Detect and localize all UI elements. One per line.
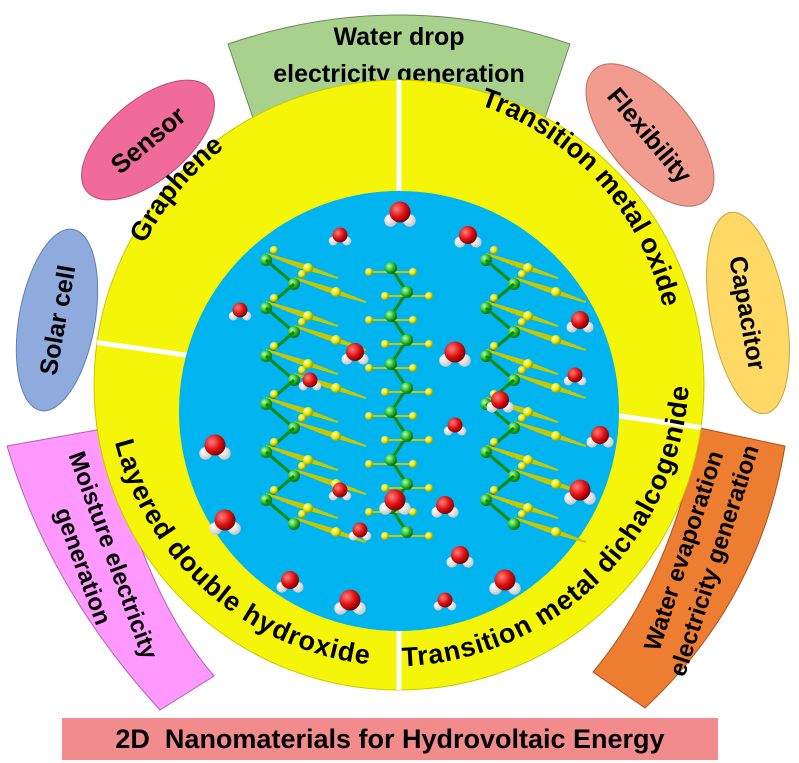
water-molecule bbox=[384, 201, 416, 227]
layered-structures bbox=[260, 246, 587, 543]
water-molecule bbox=[328, 227, 352, 246]
water-molecule bbox=[454, 226, 482, 248]
water-molecule bbox=[209, 509, 241, 535]
water-molecule bbox=[489, 569, 521, 595]
water-molecule bbox=[586, 426, 614, 448]
water-molecule bbox=[228, 302, 252, 321]
water-molecules bbox=[199, 201, 614, 615]
water-molecule bbox=[433, 592, 457, 611]
water-molecule bbox=[486, 391, 514, 413]
banner-title: 2D Nanomaterials for Hydrovoltaic Energy bbox=[62, 718, 718, 760]
sensor-ellipse: Sensor bbox=[81, 79, 215, 201]
water-molecule bbox=[563, 367, 587, 386]
core-circle bbox=[179, 191, 619, 631]
solar-cell-ellipse: Solar cell bbox=[15, 228, 99, 412]
water-molecule bbox=[348, 522, 372, 541]
moisture-box: Moisture electricity generation bbox=[6, 427, 215, 711]
stack-center bbox=[365, 262, 433, 540]
water-molecule bbox=[439, 341, 471, 367]
water-molecule bbox=[564, 479, 596, 505]
water-molecule bbox=[334, 589, 366, 615]
water-molecule bbox=[566, 311, 594, 333]
water-molecule bbox=[341, 343, 369, 365]
water-molecule bbox=[199, 434, 231, 460]
stack-left bbox=[260, 246, 367, 543]
water-molecule bbox=[328, 482, 352, 501]
water-molecule bbox=[298, 372, 322, 391]
water-molecule bbox=[446, 546, 474, 568]
water-drop-label-1: Water drop bbox=[333, 23, 464, 51]
stack-right bbox=[480, 246, 587, 543]
water-molecule bbox=[379, 489, 411, 515]
capacitor-ellipse: Capacitor bbox=[706, 211, 790, 415]
water-molecule bbox=[431, 496, 459, 518]
water-molecule bbox=[443, 417, 467, 436]
water-molecule bbox=[276, 571, 304, 593]
